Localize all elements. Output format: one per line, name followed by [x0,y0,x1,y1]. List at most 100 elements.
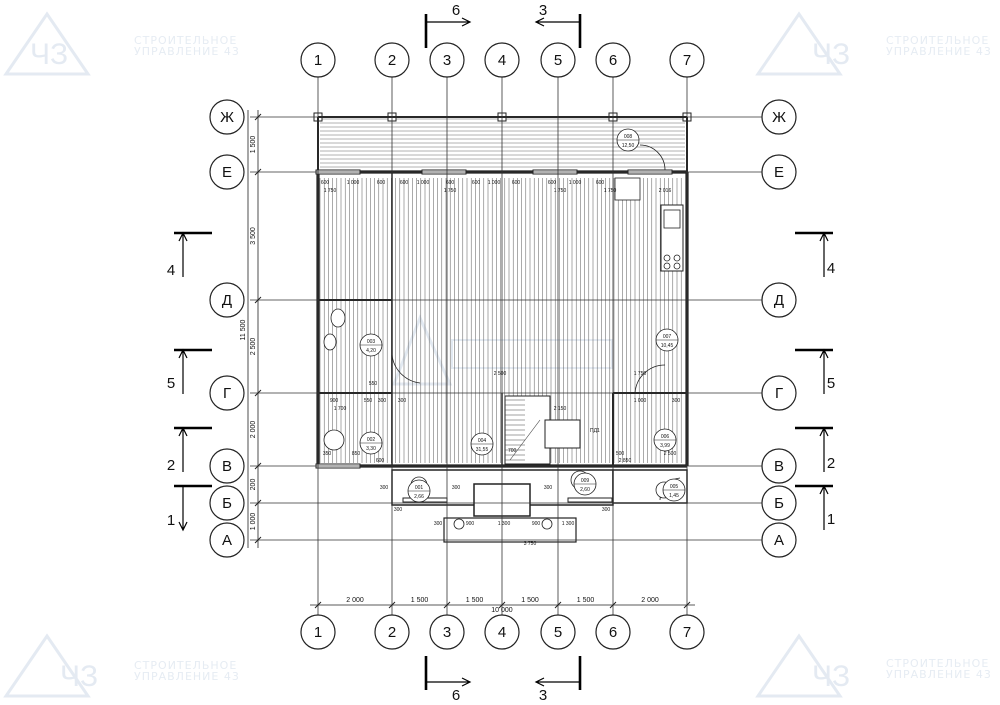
axis-label-vertical: 3 [443,52,451,69]
room-number: 006 [661,434,670,440]
dim-label-left: 200 [250,479,257,491]
section-arrow [819,231,829,277]
small-dim: 300 [672,398,681,404]
axis-bubble-6 [595,42,631,78]
small-dim: 600 [446,180,455,186]
toilet [330,308,346,328]
small-dim: 1 000 [569,180,582,186]
small-dim: 1 750 [634,371,647,377]
section-label-bottom: 3 [539,687,547,704]
section-arrow [426,17,472,27]
section-label-left: 4 [167,262,175,279]
small-dim: 600 [376,458,385,464]
axis-label-vertical: 5 [554,624,562,641]
lower-step [443,517,577,543]
axis-bubble-А [761,522,797,558]
dim-tick [254,536,262,544]
dim-total-bottom: 10 000 [491,607,513,614]
section-label-right: 1 [827,511,835,528]
section-label-top: 3 [539,2,547,19]
axis-label-vertical: 5 [554,52,562,69]
axis-bubble-3 [429,614,465,650]
axis-label-horizontal: Д [774,292,784,309]
axis-label-vertical: 4 [498,52,506,69]
dim-tick [254,296,262,304]
room-area: 3,30 [366,446,376,452]
small-dim: 1 700 [334,406,347,412]
small-dim: 2 850 [619,458,632,464]
dim-label-left: 3 500 [250,227,257,245]
stair-note: 700 [508,448,517,454]
door-swing [639,144,666,171]
window [567,497,613,503]
axis-label-horizontal: В [222,458,232,475]
dim-label-left: 2 500 [250,338,257,356]
axis-bubble-В [761,448,797,484]
section-arrow [178,486,188,532]
axis-label-horizontal: Ж [220,109,234,126]
small-dim: 1 000 [347,180,360,186]
axis-bubble-Ж [209,99,245,135]
axis-bubble-2 [374,42,410,78]
axis-label-vertical: 6 [609,52,617,69]
small-dim: 550 [369,381,378,387]
small-dim: 300 [602,507,611,513]
small-dim: 600 [548,180,557,186]
axis-label-vertical: 4 [498,624,506,641]
stove-burner [663,262,671,270]
room-area: 3,99 [660,443,670,449]
room-number: 001 [415,485,424,491]
small-dim: 1 750 [444,188,457,194]
room-number: 008 [624,134,633,140]
section-arrow [534,17,580,27]
dim-tick [443,601,451,609]
small-dim: 900 [532,521,541,527]
small-dim: 1 000 [634,398,647,404]
dim-tick [498,601,506,609]
dim-label-left: 1 500 [250,136,257,154]
door-swing [634,364,666,394]
stove-burner [673,254,681,262]
small-dim: 1 750 [604,188,617,194]
axis-bubble-Е [761,154,797,190]
small-dim: 1 000 [488,180,501,186]
axis-bubble-А [209,522,245,558]
sink [663,209,681,229]
section-label-right: 4 [827,260,835,277]
axis-bubble-5 [540,42,576,78]
column [453,518,465,530]
small-dim: 2 500 [494,371,507,377]
kitchen-unit [614,177,641,201]
axis-label-horizontal: Е [222,164,232,181]
dim-tick [314,601,322,609]
small-dim: 600 [596,180,605,186]
dim-tick [609,601,617,609]
axis-bubble-Г [209,375,245,411]
small-dim: 2 150 [554,406,567,412]
section-arrow [819,426,829,472]
small-dim: 1 750 [554,188,567,194]
small-dim: 850 [352,451,361,457]
dim-label-bottom: 2 000 [346,597,364,604]
dim-tick [254,389,262,397]
room-number: 004 [478,438,487,444]
dim-tick [254,499,262,507]
room-number: 005 [670,484,679,490]
axis-label-horizontal: Г [775,385,783,402]
stair-landing [544,419,581,449]
room-area: 1,45 [669,493,679,499]
small-dim: 600 [512,180,521,186]
section-arrow [178,426,188,472]
axis-bubble-В [209,448,245,484]
small-dim: 1 750 [324,188,337,194]
axis-bubble-3 [429,42,465,78]
axis-bubble-4 [484,42,520,78]
axis-label-horizontal: А [222,532,232,549]
room-area: 2,66 [414,494,424,500]
dim-label-left: 1 000 [250,513,257,531]
axis-label-vertical: 1 [314,52,322,69]
small-dim: 300 [544,485,553,491]
room-area: 4,20 [366,348,376,354]
